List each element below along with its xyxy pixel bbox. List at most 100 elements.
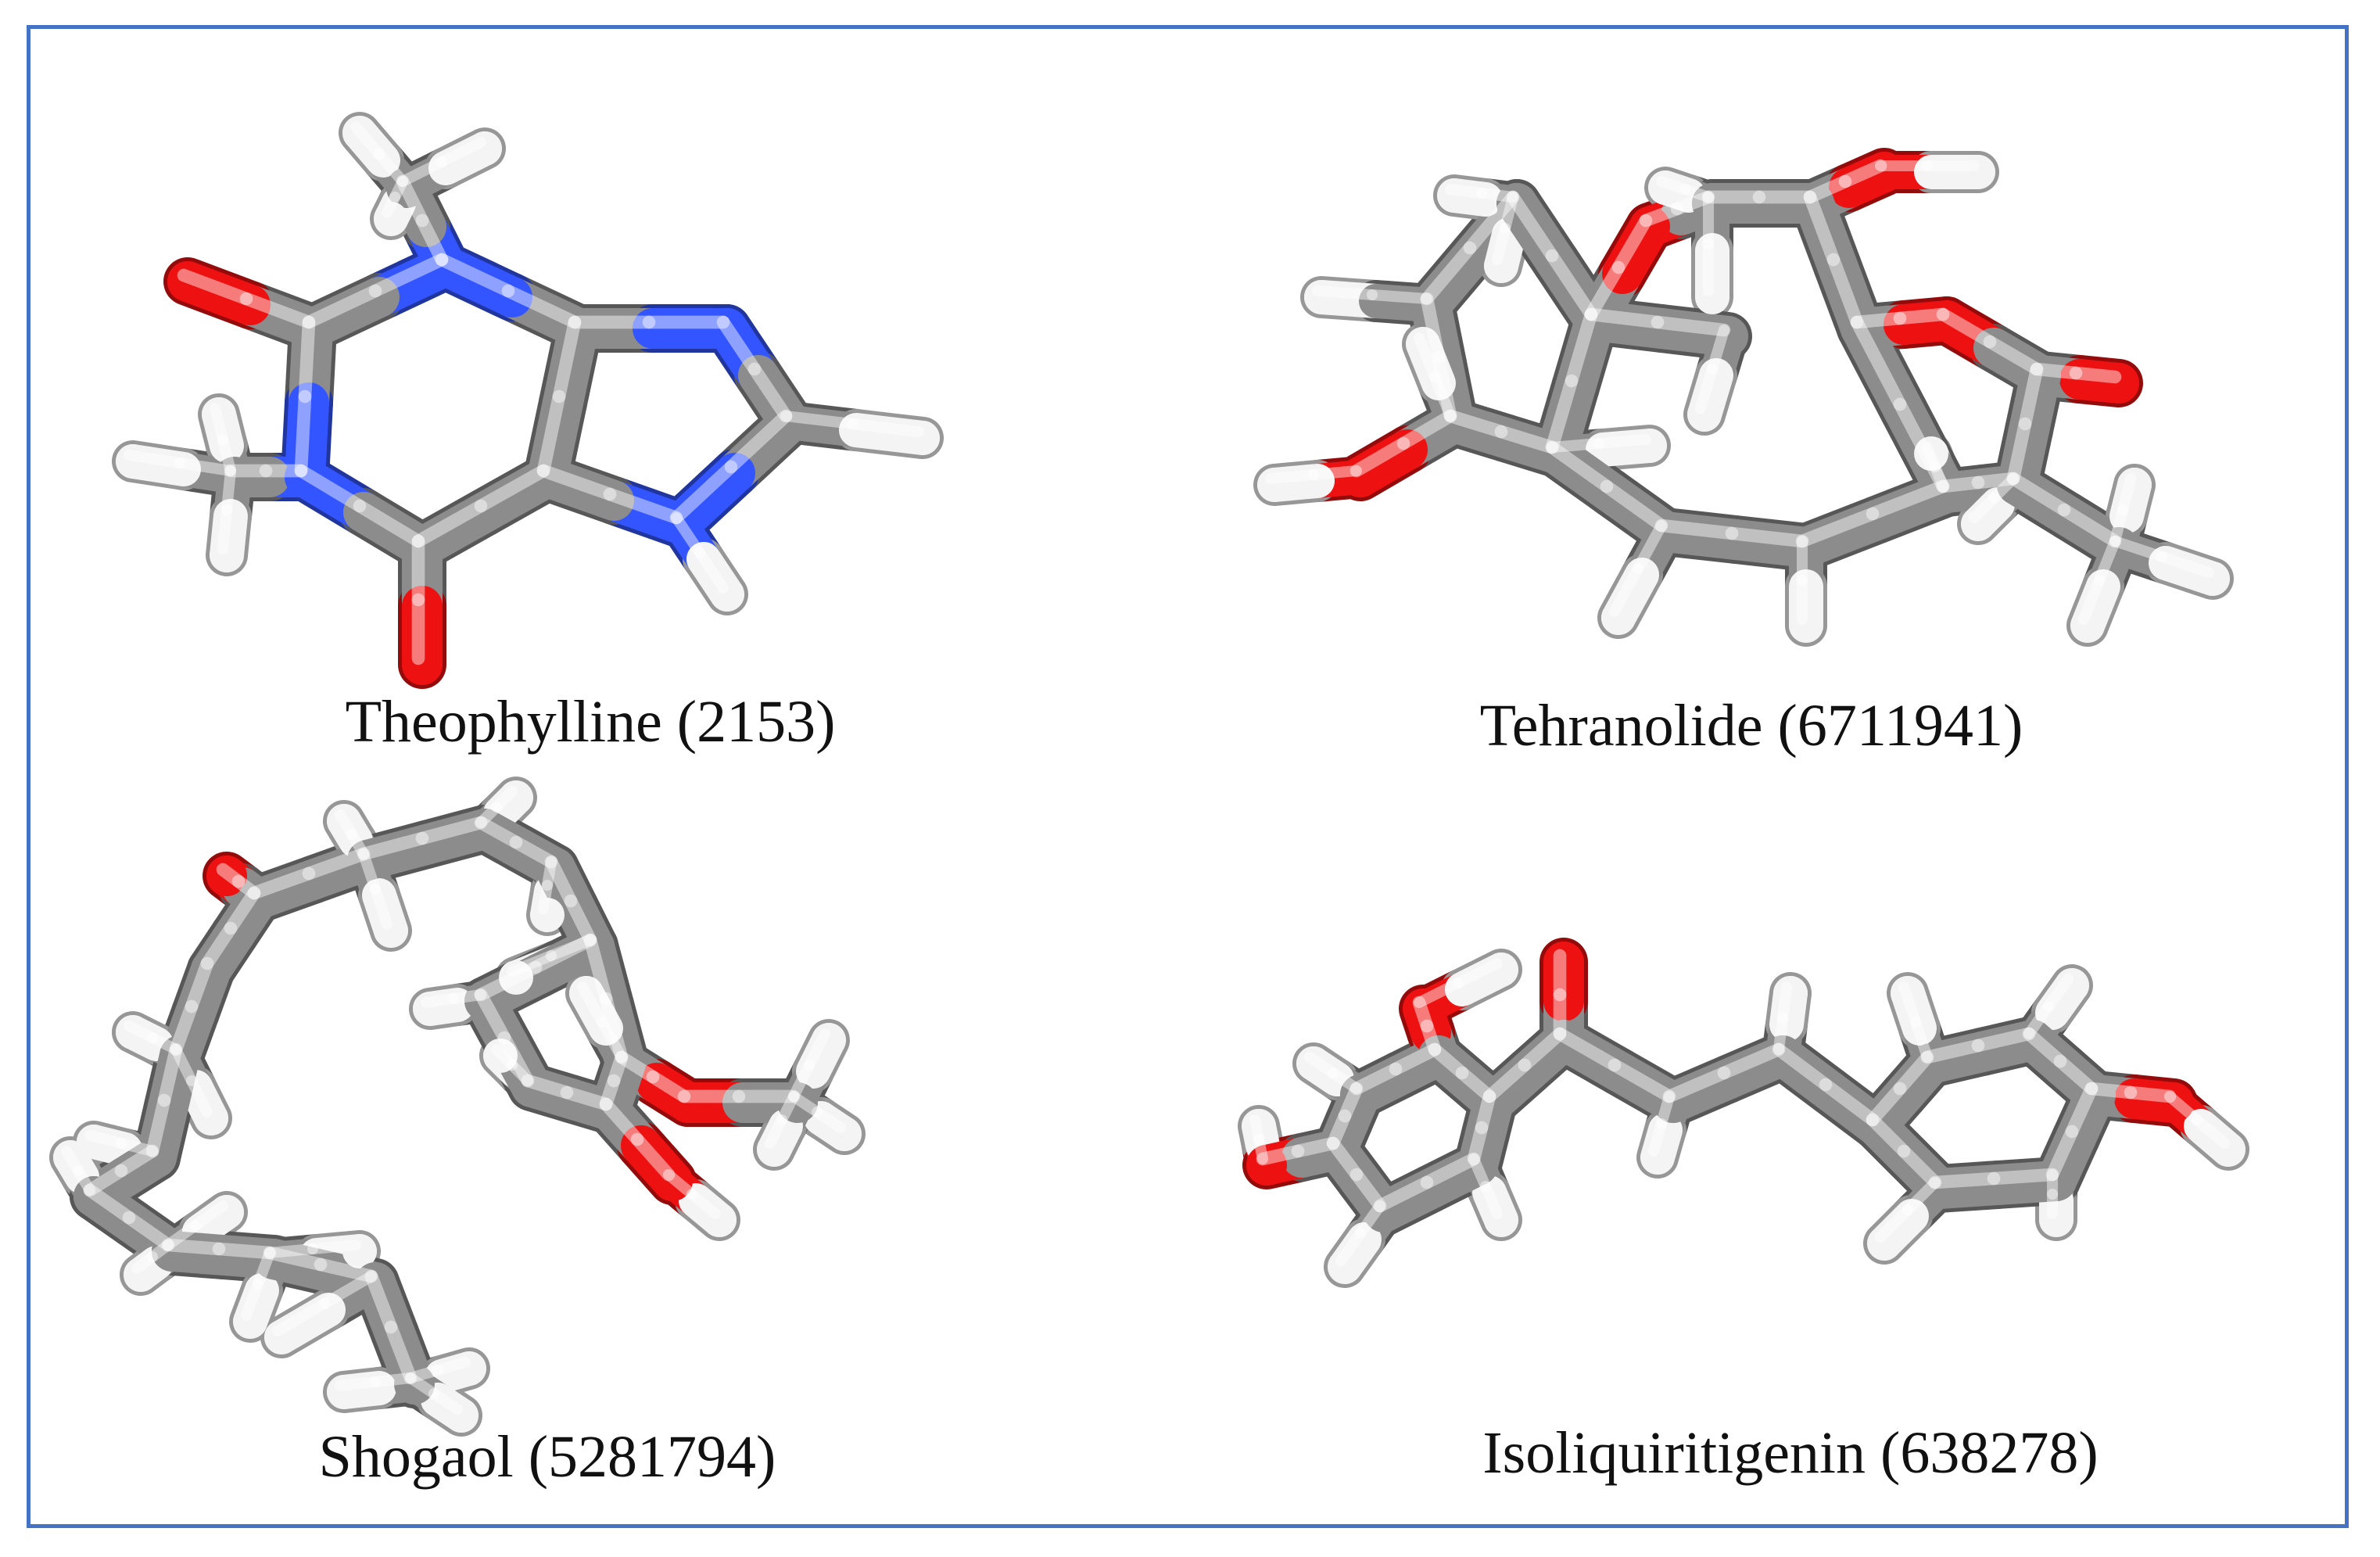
tehranolide-atom — [1629, 206, 1670, 247]
isoliquiritigenin-atom — [1317, 1129, 1357, 1170]
isoliquiritigenin-atom — [1543, 1020, 1584, 1060]
shogaol-atom — [569, 976, 604, 1010]
molecule-panel-tehranolide: Tehranolide (6711941) — [1228, 148, 2275, 782]
tehranolide-atom — [1484, 249, 1518, 283]
tehranolide-atom — [1601, 601, 1636, 635]
theophylline-atom — [769, 402, 810, 443]
isoliquiritigenin-atom — [1403, 988, 1443, 1029]
theophylline-atom — [660, 504, 701, 544]
theophylline-atom — [402, 644, 443, 685]
molecule-label-isoliquiritigenin: Isoliquiritigenin (638278) — [1482, 1420, 2099, 1486]
isoliquiritigenin-atom — [2013, 1020, 2053, 1060]
molecule-panel-theophylline: Theophylline (2153) — [102, 86, 1079, 774]
theophylline-atom — [292, 308, 333, 349]
isoliquiritigenin-atom — [2075, 1074, 2116, 1115]
shogaol-atom — [206, 856, 247, 896]
shogaol-atom — [238, 879, 278, 920]
tehranolide-atom — [1304, 280, 1339, 314]
isoliquiritigenin-atom — [1773, 976, 1808, 1010]
isoliquiritigenin-atom — [1484, 952, 1518, 987]
isoliquiritigenin-atom — [2039, 1203, 2074, 1237]
tehranolide-atom — [1633, 429, 1667, 463]
tehranolide-atom — [1648, 170, 1683, 205]
shogaol-atom — [394, 1364, 435, 1405]
shogaol-atom — [464, 809, 505, 849]
isoliquiritigenin-atom — [1246, 1145, 1287, 1186]
shogaol-atom — [777, 1082, 818, 1123]
tehranolide-atom — [1645, 511, 1686, 552]
isoliquiritigenin-atom — [1891, 976, 1925, 1010]
tehranolide-atom — [1496, 183, 1537, 224]
shogaol-atom — [342, 1234, 377, 1268]
shogaol-atom — [444, 1398, 479, 1433]
shogaol-atom — [253, 1239, 294, 1279]
molecule-label-shogaol: Shogaol (5281794) — [318, 1424, 776, 1490]
isoliquiritigenin-atom — [1473, 1082, 1514, 1123]
theophylline-stick-model — [112, 112, 944, 689]
shogaol-atom — [73, 1176, 114, 1217]
shogaol-atom — [355, 1262, 396, 1303]
tehranolide-atom — [1695, 280, 1729, 314]
shogaol-atom — [827, 1117, 862, 1151]
tehranolide-atom — [1927, 472, 1967, 513]
shogaol-atom — [511, 1067, 552, 1107]
figure-frame — [27, 25, 2349, 1528]
shogaol-atom — [194, 1101, 228, 1135]
isoliquiritigenin-atom — [1340, 1074, 1381, 1115]
tehranolide-atom — [1961, 507, 1995, 541]
tehranolide-atom — [1410, 285, 1451, 325]
tehranolide-atom — [1927, 300, 1967, 341]
tehranolide-atom — [1687, 397, 1722, 432]
molecule-label-tehranolide: Tehranolide (6711941) — [1479, 693, 2023, 759]
isoliquiritigenin-atom — [2036, 1161, 2077, 1201]
isoliquiritigenin-atom — [1328, 1250, 1362, 1284]
shogaol-stick-model — [49, 777, 866, 1437]
tehranolide-atom — [1406, 327, 1440, 361]
tehranolide-atom — [2117, 468, 2152, 502]
shogaol-atom — [530, 898, 565, 932]
tehranolide-atom — [1708, 316, 1748, 357]
shogaol-atom — [574, 926, 615, 967]
shogaol-atom — [413, 992, 447, 1026]
tehranolide-atom — [1841, 308, 1881, 349]
isoliquiritigenin-atom — [2055, 968, 2089, 1003]
isoliquiritigenin-atom — [1364, 1192, 1404, 1232]
shogaol-atom — [327, 1375, 361, 1409]
theophylline-atom — [116, 444, 150, 479]
molecule-label-theophylline: Theophylline (2153) — [345, 689, 836, 755]
isoliquiritigenin-atom — [1484, 1203, 1518, 1237]
tehranolide-atom — [2195, 561, 2230, 596]
shogaol-atom — [124, 1257, 158, 1292]
shogaol-atom — [499, 780, 533, 815]
theophylline-atom — [905, 421, 940, 455]
isoliquiritigenin-atom — [1856, 1106, 1897, 1146]
theophylline-atom — [707, 308, 747, 349]
shogaol-atom — [464, 981, 505, 1021]
shogaol-atom — [53, 1140, 88, 1175]
tehranolide-atom — [1914, 436, 1948, 471]
tehranolide-atom — [2020, 355, 2061, 396]
theophylline-atom — [710, 577, 744, 612]
tehranolide-atom — [1257, 468, 1292, 502]
isoliquiritigenin-atom — [1457, 1145, 1498, 1186]
theophylline-atom — [342, 116, 377, 150]
theophylline-atom — [425, 246, 466, 286]
isoliquiritigenin-atom — [1242, 1109, 1276, 1143]
isoliquiritigenin-atom — [1418, 1035, 1459, 1076]
theophylline-atom — [558, 308, 599, 349]
tehranolide-atom — [1692, 183, 1733, 224]
shogaol-atom — [590, 1090, 630, 1131]
theophylline-atom — [285, 457, 325, 497]
tehranolide-atom — [1961, 155, 1995, 189]
molecule-panel-isoliquiritigenin: Isoliquiritigenin (638278) — [1235, 868, 2346, 1509]
tehranolide-atom — [1434, 402, 1475, 443]
isoliquiritigenin-atom — [1296, 1046, 1331, 1081]
tehranolide-atom — [2070, 608, 2105, 643]
isoliquiritigenin-atom — [1543, 942, 1584, 982]
molecule-panel-shogaol: Shogaol (5281794) — [47, 774, 1048, 1509]
tehranolide-atom — [1340, 457, 1381, 497]
theophylline-atom — [167, 261, 208, 302]
shogaol-atom — [812, 1023, 846, 1057]
theophylline-atom — [214, 457, 255, 497]
shogaol-atom — [702, 1203, 737, 1237]
